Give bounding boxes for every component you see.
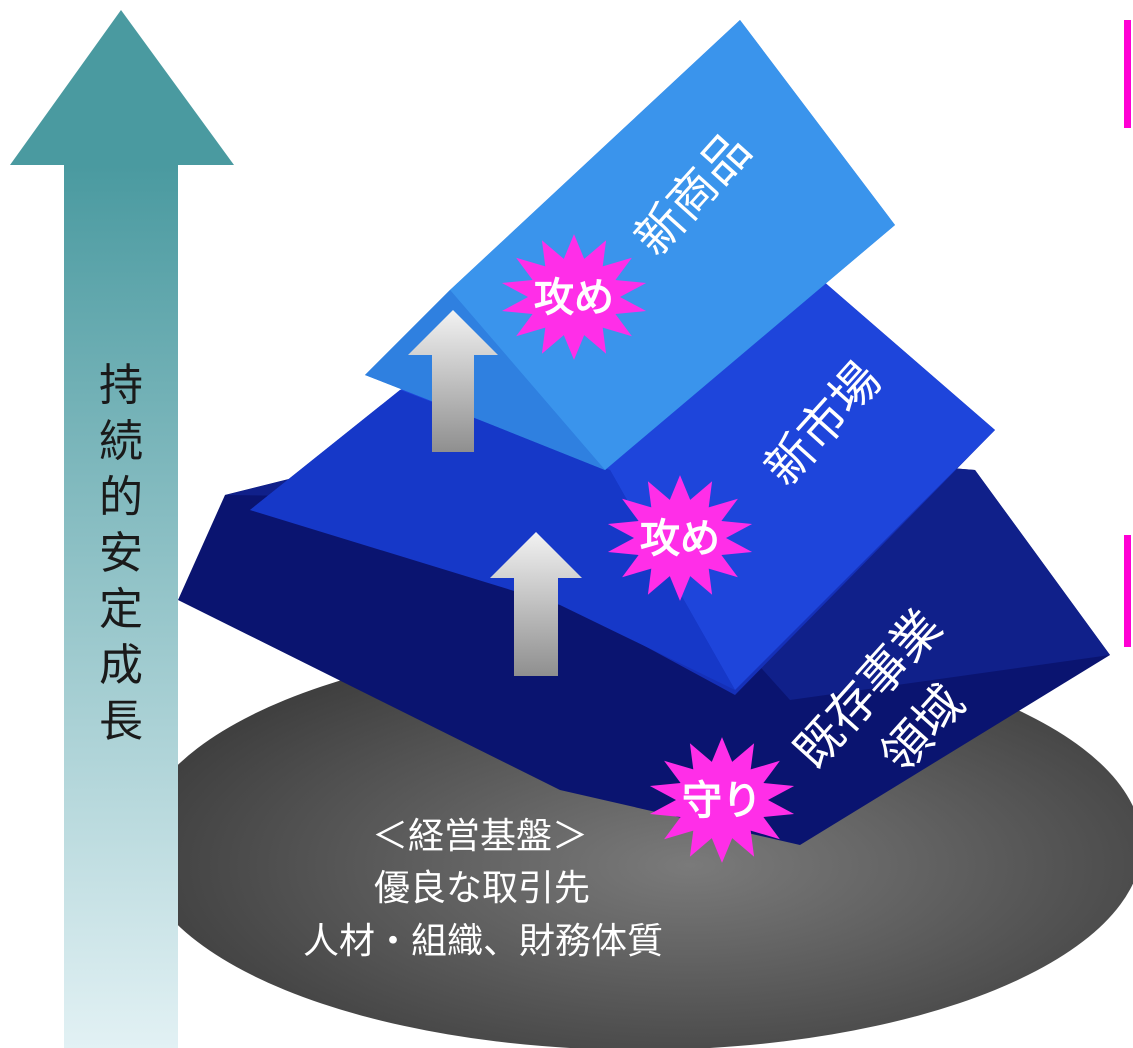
layer-top: [365, 20, 895, 470]
burst-attack-middle: 攻め: [607, 475, 753, 601]
up-arrow-upper: [408, 310, 498, 452]
growth-arrow-label-char: 定: [99, 584, 143, 635]
growth-arrow-label-char: 成: [99, 640, 143, 691]
growth-arrow-label-char: 長: [99, 696, 143, 747]
svg-text:攻め: 攻め: [640, 516, 720, 562]
svg-text:守り: 守り: [682, 778, 762, 824]
growth-arrow-label-char: 安: [99, 528, 143, 579]
growth-arrow-label-char: 持: [99, 360, 143, 411]
accent-bar-top: [1124, 20, 1131, 128]
growth-arrow-label-char: 的: [99, 472, 143, 523]
growth-arrow: [10, 10, 234, 1048]
up-arrow-lower: [490, 532, 582, 676]
foundation-title: ＜経営基盤＞: [372, 816, 588, 857]
svg-text:攻め: 攻め: [534, 275, 614, 321]
growth-arrow-label-char: 続: [99, 416, 143, 467]
burst-attack-top: 攻め: [501, 234, 647, 360]
foundation-line2: 優良な取引先: [374, 868, 590, 909]
burst-defend: 守り: [649, 737, 795, 863]
accent-bar-bottom: [1124, 535, 1131, 647]
foundation-line3: 人材・組織、財務体質: [303, 921, 663, 962]
